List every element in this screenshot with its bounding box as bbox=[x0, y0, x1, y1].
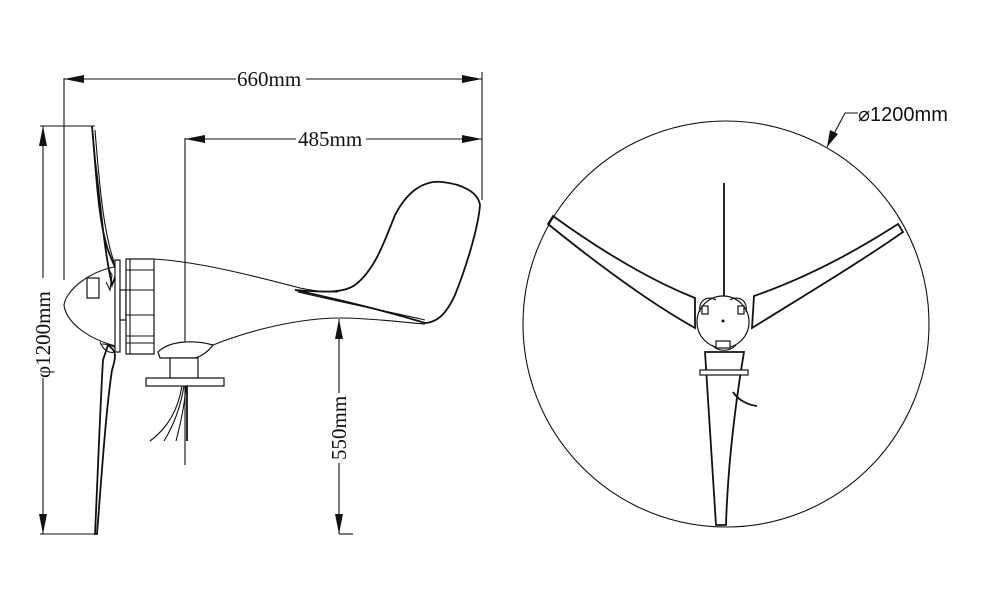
right-blade bbox=[750, 222, 905, 330]
dimension-1200-side-label: φ1200mm bbox=[31, 291, 55, 378]
tail-fin bbox=[294, 180, 481, 324]
side-view: 660mm 485mm φ1200mm 55 bbox=[28, 66, 483, 535]
dimension-550-label: 550mm bbox=[327, 396, 351, 460]
dimension-1200-front-label: ⌀1200mm bbox=[858, 104, 948, 126]
nose-cone bbox=[63, 265, 121, 348]
blade-clamp bbox=[86, 277, 100, 299]
mount-flange bbox=[145, 377, 225, 387]
front-view: ⌀1200mm bbox=[522, 104, 948, 528]
generator-body bbox=[125, 258, 155, 355]
dimension-485-label: 485mm bbox=[298, 127, 362, 151]
dimension-485: 485mm bbox=[184, 127, 482, 465]
bottom-blade bbox=[704, 351, 746, 526]
body-top bbox=[153, 258, 339, 293]
dimension-1200-front: ⌀1200mm bbox=[826, 104, 948, 148]
cable bbox=[149, 385, 183, 442]
dimension-660-label: 660mm bbox=[237, 67, 301, 91]
lower-blade bbox=[94, 343, 116, 535]
body-bottom bbox=[212, 317, 426, 346]
dimension-550: 550mm bbox=[326, 319, 354, 535]
left-blade bbox=[546, 214, 696, 330]
dimension-1200-side: φ1200mm bbox=[28, 125, 97, 535]
dimension-660: 660mm bbox=[63, 66, 483, 280]
yaw-mount bbox=[157, 341, 214, 359]
rotor-circle bbox=[522, 120, 930, 528]
